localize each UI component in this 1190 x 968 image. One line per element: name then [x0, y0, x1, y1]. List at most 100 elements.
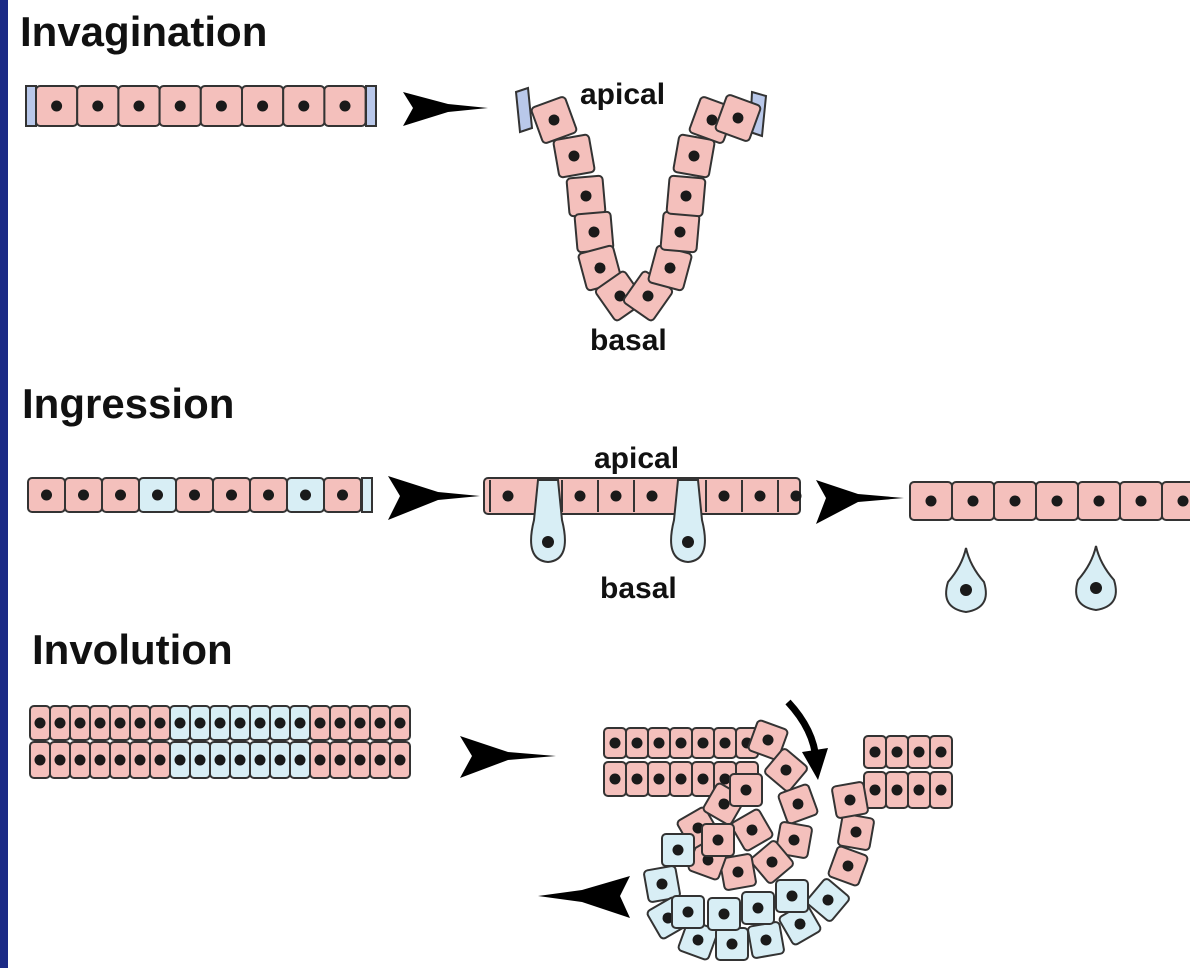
- nucleus: [718, 908, 730, 920]
- nucleus: [794, 918, 806, 930]
- epithelial-cell: [286, 477, 325, 513]
- epithelial-cell: [49, 741, 71, 779]
- epithelial-cell: [212, 477, 251, 513]
- nucleus: [234, 717, 246, 729]
- epithelial-cell: [241, 85, 285, 127]
- nucleus: [588, 226, 600, 238]
- rolled-cell: [837, 813, 875, 851]
- nucleus: [568, 150, 580, 162]
- nucleus: [850, 826, 862, 838]
- nucleus: [1009, 495, 1021, 507]
- nucleus: [656, 878, 668, 890]
- rolled-cell: [775, 821, 813, 859]
- rolled-cell: [747, 921, 785, 959]
- epithelial-cell: [282, 85, 326, 127]
- detached-cell: [1075, 545, 1117, 612]
- nucleus: [935, 746, 947, 758]
- ingression-middle-sheet: [483, 477, 802, 564]
- nucleus: [891, 746, 903, 758]
- rolled-cell: [715, 927, 749, 961]
- nucleus: [740, 784, 752, 796]
- epithelial-cell: [647, 761, 671, 797]
- gastrulation-diagram: Invagination apical basal Ingression api…: [20, 8, 1190, 961]
- epithelial-cell: [249, 477, 288, 513]
- nucleus: [114, 717, 126, 729]
- nucleus: [152, 489, 163, 501]
- epithelial-cell: [625, 727, 649, 759]
- nucleus: [692, 822, 704, 834]
- diagram-canvas: Invagination apical basal Ingression api…: [8, 0, 1190, 968]
- rolled-cell: [643, 865, 681, 903]
- epithelial-cell: [189, 741, 211, 779]
- epithelial-cell: [329, 741, 351, 779]
- nucleus: [702, 854, 714, 866]
- epithelial-cell: [669, 727, 693, 759]
- rolled-cell: [701, 823, 735, 857]
- nucleus: [133, 100, 145, 112]
- bottle-cell: [670, 479, 706, 564]
- nucleus: [548, 114, 560, 126]
- nucleus: [294, 754, 306, 766]
- nucleus: [869, 784, 881, 796]
- epithelial-cell: [951, 481, 995, 521]
- ingression-final-sheet: [909, 481, 1190, 614]
- epithelial-cell: [138, 477, 177, 513]
- epithelial-cell: [672, 133, 716, 179]
- epithelial-cell: [1035, 481, 1079, 521]
- rolled-cell: [747, 719, 789, 761]
- nucleus: [682, 906, 694, 918]
- nucleus: [697, 773, 709, 785]
- epithelial-cell: [323, 85, 367, 127]
- nucleus: [174, 717, 186, 729]
- nucleus: [706, 114, 718, 126]
- involution-title: Involution: [32, 626, 233, 673]
- epithelial-cell: [289, 741, 311, 779]
- nucleus: [134, 754, 146, 766]
- epithelial-cell: [101, 477, 140, 513]
- epithelial-cell: [625, 761, 649, 797]
- nucleus: [51, 100, 63, 112]
- epithelial-cell: [29, 705, 51, 741]
- rolled-cell: [775, 879, 809, 913]
- invagination-flat-sheet: [25, 85, 377, 127]
- invagination-title: Invagination: [20, 8, 267, 55]
- epithelial-cell: [289, 705, 311, 741]
- nucleus: [1135, 495, 1147, 507]
- nucleus: [675, 737, 687, 749]
- nucleus: [609, 773, 621, 785]
- ingression-title: Ingression: [22, 380, 234, 427]
- nucleus: [935, 784, 947, 796]
- nucleus: [314, 754, 326, 766]
- nucleus: [339, 100, 351, 112]
- arrow-left-icon: [538, 876, 630, 918]
- epithelial-cell: [389, 705, 411, 741]
- nucleus: [214, 754, 226, 766]
- epithelial-cell: [691, 761, 715, 797]
- nucleus: [788, 834, 800, 846]
- invagination-basal-label: basal: [590, 324, 667, 357]
- nucleus: [752, 902, 764, 914]
- nucleus: [675, 773, 687, 785]
- epithelial-cell: [309, 705, 331, 741]
- nucleus: [719, 737, 731, 749]
- epithelial-cell: [1077, 481, 1121, 521]
- epithelial-cell: [189, 705, 211, 741]
- nucleus: [94, 717, 106, 729]
- invagination-apical-label: apical: [580, 78, 665, 111]
- nucleus: [766, 856, 778, 868]
- nucleus: [664, 262, 676, 274]
- rolled-cell: [831, 781, 869, 819]
- epithelial-cell: [349, 741, 371, 779]
- nucleus: [732, 112, 744, 124]
- nucleus: [746, 824, 758, 836]
- epithelial-cell: [1119, 481, 1163, 521]
- epithelial-cell: [29, 741, 51, 779]
- epithelial-cell: [249, 741, 271, 779]
- epithelial-cell: [229, 705, 251, 741]
- nucleus: [374, 754, 386, 766]
- epithelial-cell: [863, 771, 887, 809]
- epithelial-cell: [49, 705, 71, 741]
- rolled-cell: [707, 897, 741, 931]
- nucleus: [34, 754, 46, 766]
- nucleus: [189, 489, 200, 501]
